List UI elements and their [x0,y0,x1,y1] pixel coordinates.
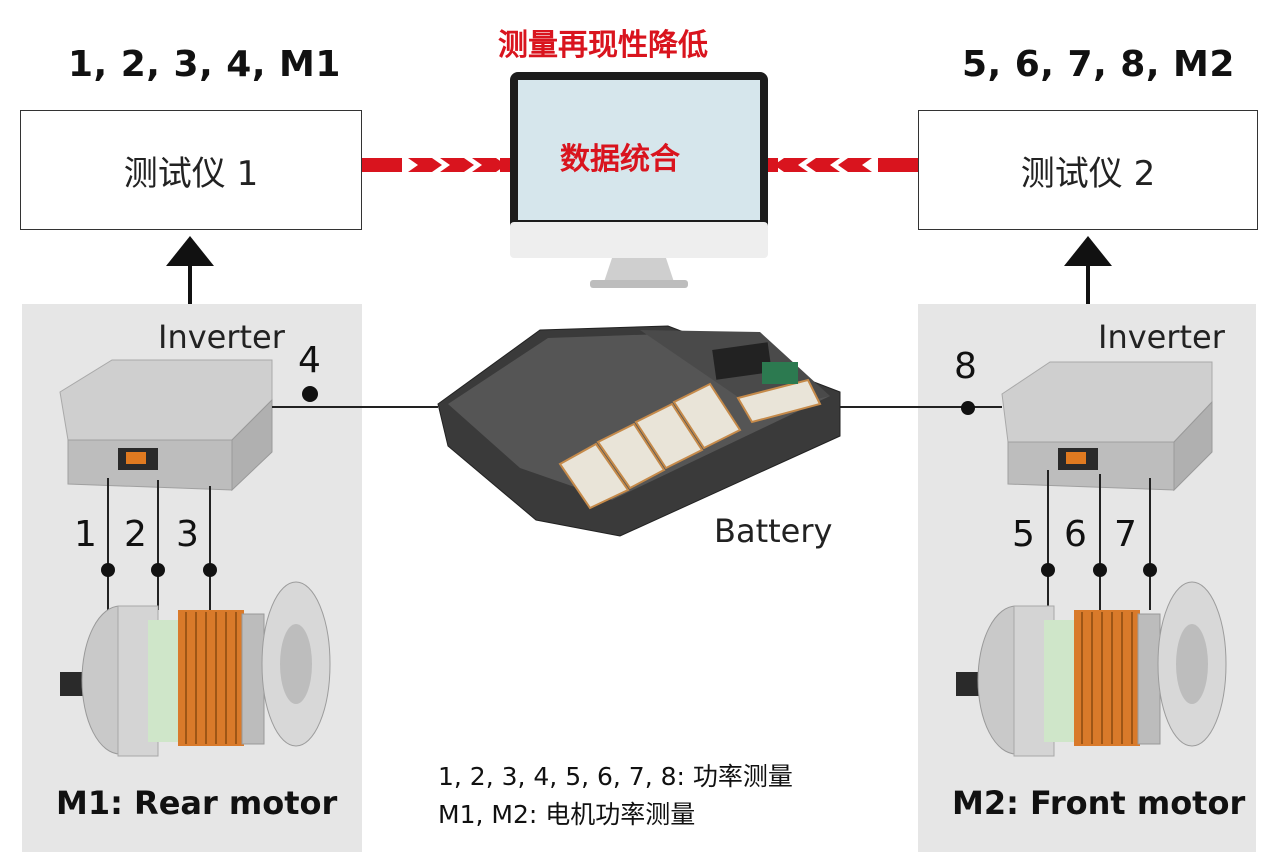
inverter-left-image [59,359,273,492]
left-group-label: 1, 2, 3, 4, M1 [68,44,341,85]
left-phase-lines [107,478,211,610]
point-5-label: 5 [1012,514,1035,555]
tester-2-label: 测试仪 2 [1020,153,1156,194]
legend-line-2: M1, M2: 电机功率测量 [438,800,696,829]
inverter-left-label: Inverter [158,318,285,356]
right-phase-dots [1041,563,1157,577]
right-phase-lines [1047,470,1151,610]
left-up-arrow [166,236,214,304]
tester-1-box: 测试仪 1 [20,110,362,230]
battery-pack-image [437,325,841,537]
monitor-text: 数据统合 [560,142,680,177]
monitor-icon [510,72,768,288]
front-motor-label: M2: Front motor [952,784,1246,822]
point-1-label: 1 [74,514,97,555]
legend-line-1: 1, 2, 3, 4, 5, 6, 7, 8: 功率测量 [438,762,793,791]
tester-1-label: 测试仪 1 [123,153,259,194]
point-4-label: 4 [298,340,321,381]
right-up-arrow [1064,236,1112,304]
point-7-label: 7 [1114,514,1137,555]
inverter-right-image [1001,361,1213,492]
point-3-label: 3 [176,514,199,555]
point-6-label: 6 [1064,514,1087,555]
rear-motor-label: M1: Rear motor [56,784,338,822]
point-8-dot [961,401,975,415]
point-2-label: 2 [124,514,147,555]
left-data-link [362,158,512,172]
left-phase-dots [101,563,217,577]
battery-label: Battery [714,512,833,550]
tester-2-box: 测试仪 2 [918,110,1258,230]
legend: 1, 2, 3, 4, 5, 6, 7, 8: 功率测量 M1, M2: 电机功… [438,758,793,834]
reproducibility-title: 测量再现性降低 [498,28,708,63]
inverter-right-label: Inverter [1098,318,1225,356]
point-8-label: 8 [954,346,977,387]
front-motor-image [956,581,1227,757]
point-4-dot [302,386,318,402]
rear-motor-image [60,581,331,757]
right-group-label: 5, 6, 7, 8, M2 [962,44,1235,85]
right-data-link [768,158,918,172]
